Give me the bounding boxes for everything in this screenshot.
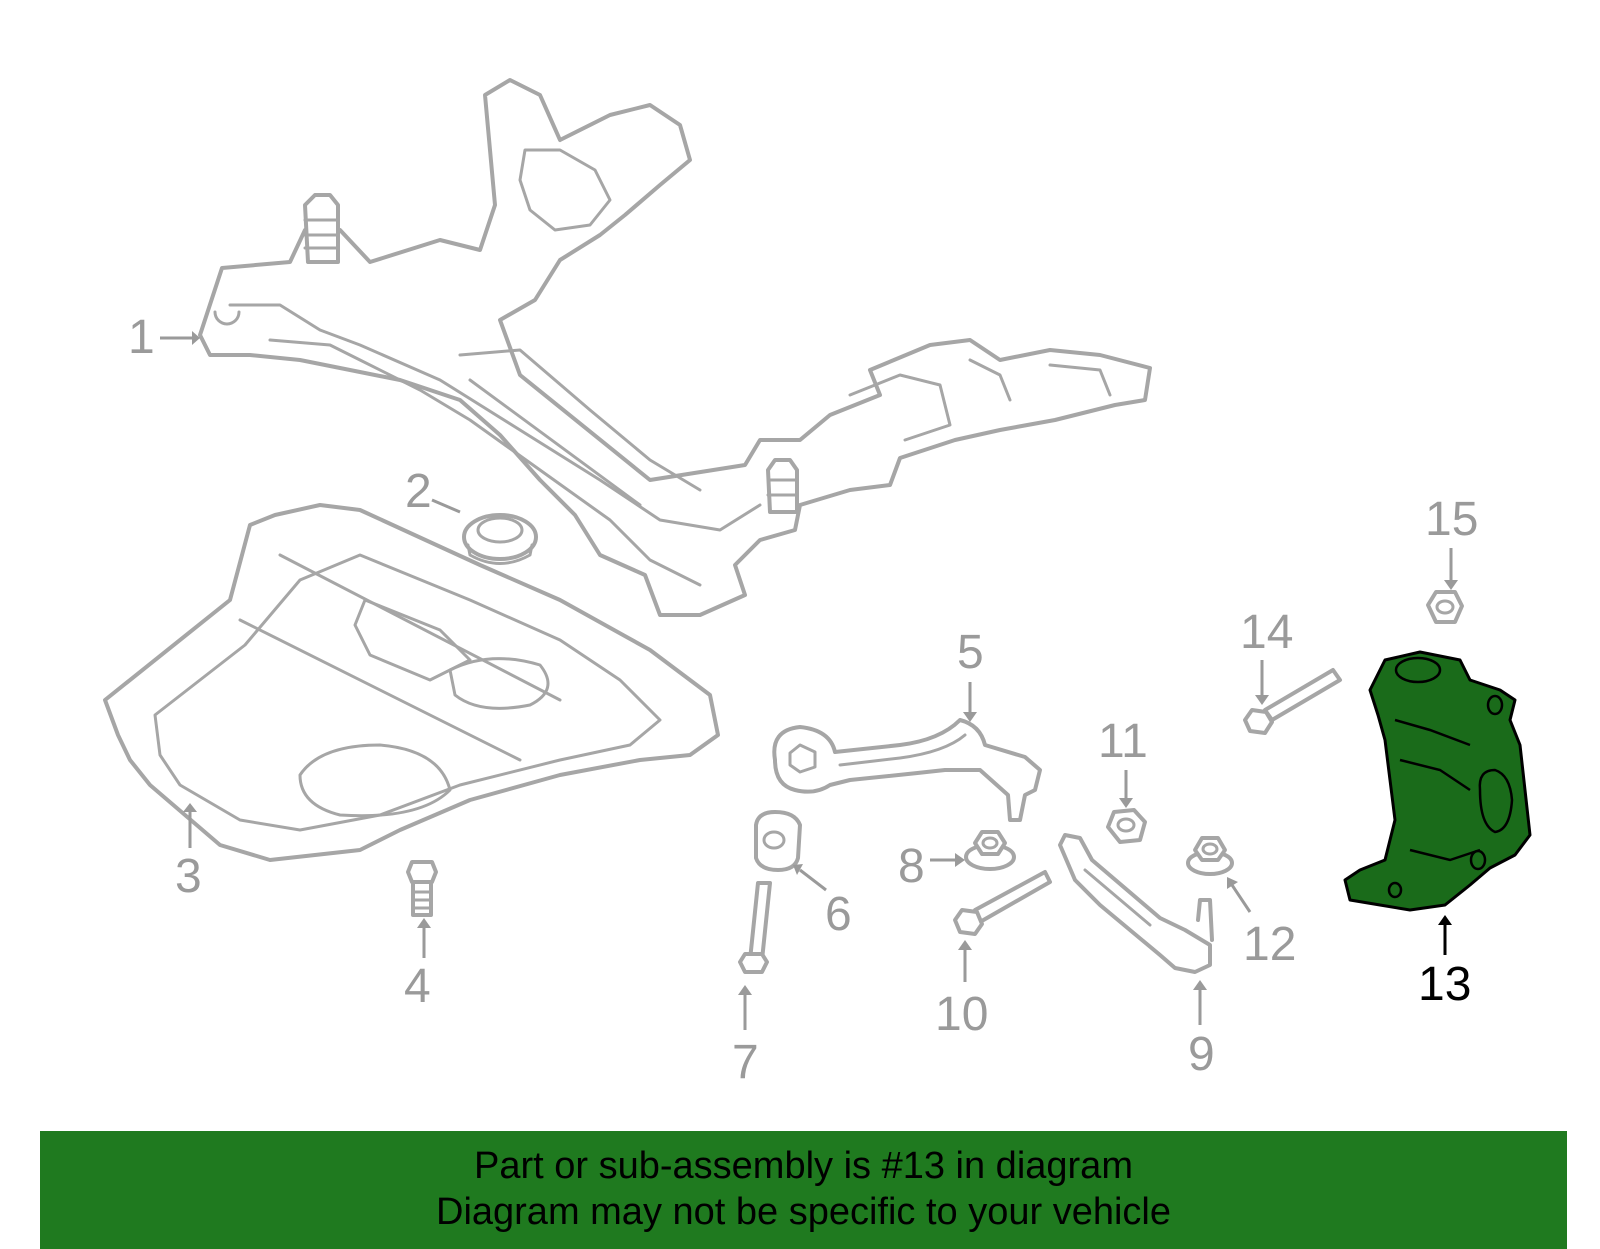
part-8-nut[interactable] <box>964 830 1016 871</box>
arrow-12 <box>1230 884 1252 913</box>
part-10-bolt[interactable] <box>953 870 1052 936</box>
part-1-subframe[interactable] <box>198 78 1152 617</box>
arrowhead-11 <box>1119 798 1133 808</box>
callout-9: 9 <box>1188 1028 1215 1081</box>
part-6-bushing[interactable] <box>754 810 802 872</box>
part-15-nut[interactable] <box>1426 590 1464 624</box>
callout-10: 10 <box>935 988 988 1041</box>
arrowhead-13 <box>1438 915 1452 925</box>
callout-7: 7 <box>732 1036 759 1089</box>
arrowhead-7 <box>738 985 752 995</box>
callout-11: 11 <box>1098 715 1148 768</box>
arrowhead-5 <box>963 712 977 722</box>
part-13-steering-knuckle[interactable] <box>1343 650 1532 912</box>
arrowhead-6 <box>793 864 803 875</box>
part-2-mount[interactable] <box>462 513 538 565</box>
callout-5: 5 <box>957 626 984 679</box>
banner-line-disclaimer: Diagram may not be specific to your vehi… <box>436 1191 1171 1233</box>
callout-3: 3 <box>175 850 202 903</box>
callout-2: 2 <box>405 465 432 518</box>
callout-14: 14 <box>1240 606 1293 659</box>
callout-12: 12 <box>1243 918 1296 971</box>
arrowhead-14 <box>1255 695 1269 705</box>
callout-15: 15 <box>1425 493 1478 546</box>
part-12-nut[interactable] <box>1186 836 1234 876</box>
arrowhead-10 <box>958 940 972 950</box>
arrowhead-12 <box>1227 877 1238 889</box>
parts-diagram: 1 2 3 4 5 6 <box>103 78 1532 1089</box>
callout-4: 4 <box>404 960 431 1013</box>
callout-1: 1 <box>128 311 155 364</box>
part-4-bolt[interactable] <box>406 860 438 917</box>
part-7-long-bolt[interactable] <box>738 881 772 974</box>
part-14-bolt[interactable] <box>1243 668 1342 735</box>
arrowhead-3 <box>183 803 197 812</box>
arrowhead-4 <box>417 918 431 928</box>
arrowhead-1 <box>192 331 200 345</box>
part-5-control-arm[interactable] <box>772 718 1042 822</box>
arrow-2 <box>431 498 461 514</box>
arrowhead-8 <box>955 853 965 867</box>
part-11-nut[interactable] <box>1106 808 1147 844</box>
callout-8: 8 <box>898 840 925 893</box>
part-9-strut[interactable] <box>1058 833 1214 974</box>
arrow-6 <box>799 868 827 892</box>
info-banner: Part or sub-assembly is #13 in diagram D… <box>40 1131 1567 1249</box>
part-3-skid-plate[interactable] <box>103 503 720 862</box>
banner-line-part-number: Part or sub-assembly is #13 in diagram <box>474 1145 1133 1187</box>
arrowhead-15 <box>1444 580 1458 590</box>
callout-13: 13 <box>1418 958 1471 1011</box>
callout-6: 6 <box>825 888 852 941</box>
arrowhead-9 <box>1193 980 1207 990</box>
